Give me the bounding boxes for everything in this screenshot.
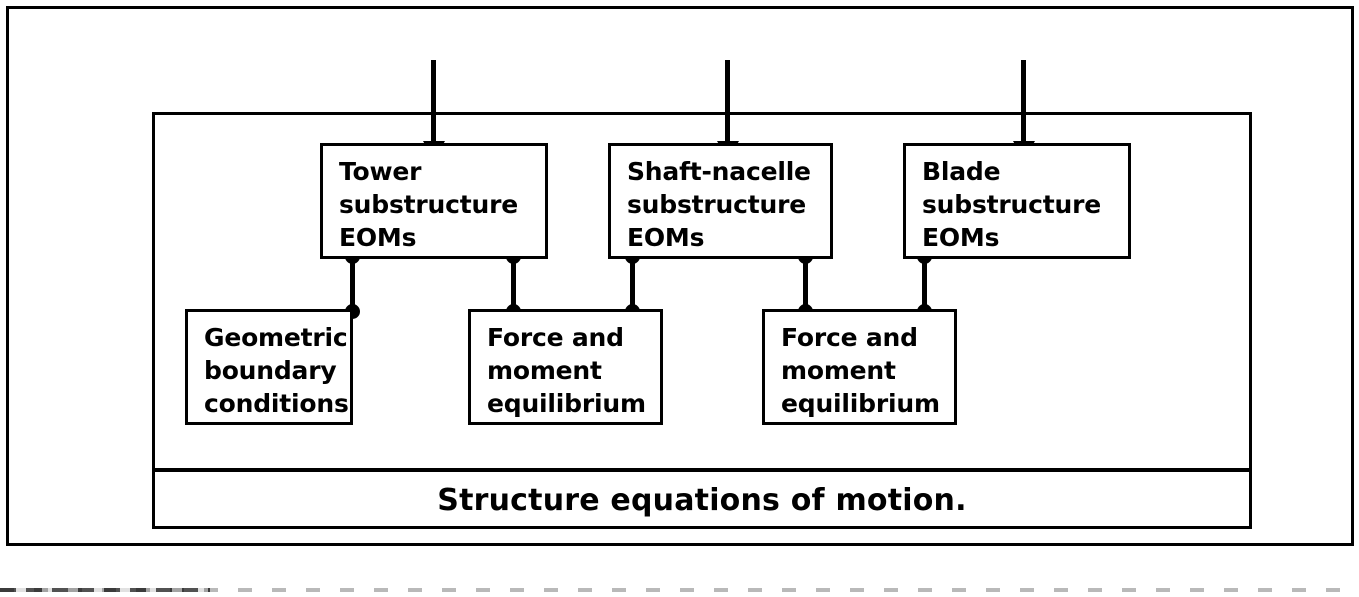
connector-shaft-nacelle-to-force-moment-right [798, 249, 813, 319]
substructure-box-tower[interactable]: Tower substructure EOMs [320, 143, 548, 259]
outer-frame [6, 6, 1354, 546]
connector-tower-to-geometric-bc [345, 249, 360, 319]
connector-shaft-nacelle-to-force-moment-left [625, 249, 640, 319]
constraint-box-force-moment-equilibrium-right[interactable]: Force and moment equilibrium [762, 309, 957, 425]
constraint-box-geometric-boundary-conditions[interactable]: Geometric boundary conditions [185, 309, 353, 425]
connector-blade-to-force-moment-right [917, 249, 932, 319]
blade-input-arrow [1012, 60, 1035, 160]
substructure-box-shaft-nacelle[interactable]: Shaft-nacelle substructure EOMs [608, 143, 833, 259]
shaft-nacelle-input-arrow [716, 60, 739, 160]
caption-divider [152, 468, 1252, 472]
scan-edge-artifact [0, 588, 1359, 592]
substructure-box-blade[interactable]: Blade substructure EOMs [903, 143, 1131, 259]
connector-tower-to-force-moment-left [506, 249, 521, 319]
structure-module-frame [152, 112, 1252, 529]
constraint-box-force-moment-equilibrium-left[interactable]: Force and moment equilibrium [468, 309, 663, 425]
tower-input-arrow [422, 60, 445, 160]
scan-edge-artifact-dark [0, 588, 210, 592]
diagram-caption: Structure equations of motion. [437, 483, 967, 518]
